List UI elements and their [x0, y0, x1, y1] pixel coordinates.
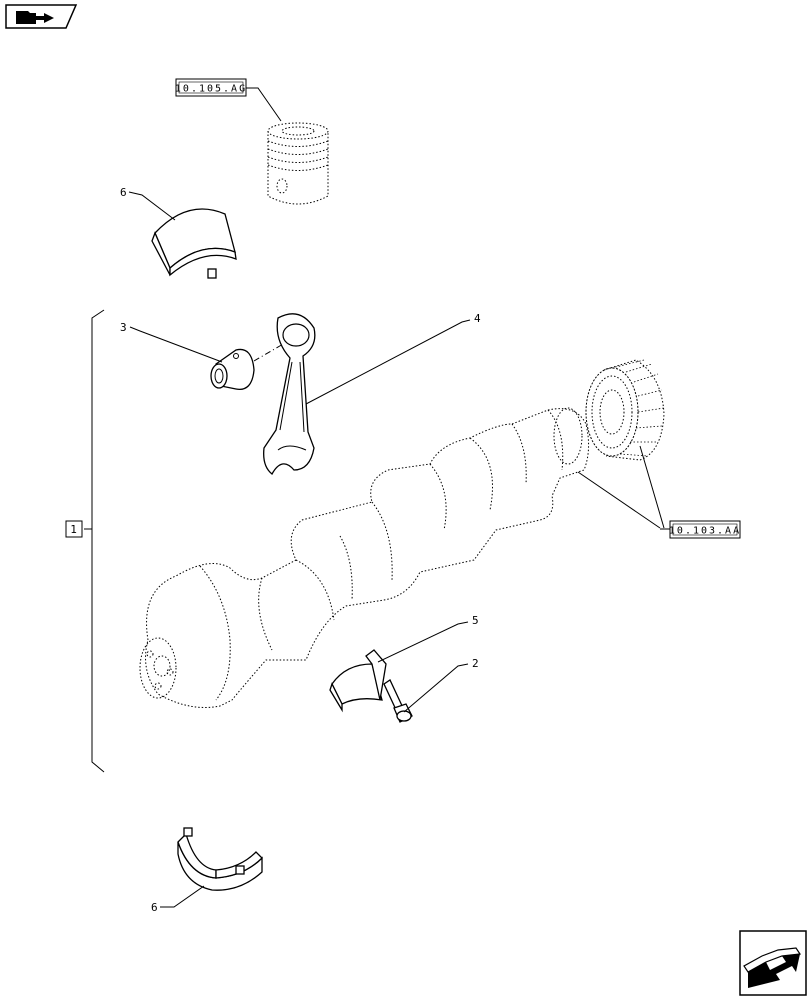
- upper-shell-label: 6: [120, 186, 128, 199]
- connecting-rod-drawing: [263, 313, 316, 475]
- gear-ref-box[interactable]: 10.103.AA: [669, 520, 741, 539]
- gear-ref-label: 10.103.AA: [669, 526, 741, 537]
- folder-arrow-icon[interactable]: [5, 4, 78, 29]
- timing-gear-drawing: [585, 359, 665, 461]
- cap-bearing-label: 5: [472, 614, 480, 627]
- conrod-label: 4: [474, 312, 482, 325]
- bolt-label: 2: [472, 657, 480, 670]
- piston-drawing: [267, 122, 329, 205]
- lower-bearing-shell-drawing: [177, 827, 263, 891]
- next-page-arrow-icon[interactable]: [739, 930, 807, 996]
- bolt-drawing: [383, 679, 413, 723]
- kit-label: 1: [70, 523, 78, 536]
- piston-ref-label: 10.105.AG: [175, 84, 247, 95]
- crankshaft-drawing: [139, 407, 590, 708]
- upper-bearing-shell-drawing: [151, 208, 237, 279]
- lower-shell-label: 6: [151, 901, 159, 914]
- cap-bearing-drawing: [329, 649, 387, 713]
- kit-ref-box[interactable]: 1: [65, 520, 83, 538]
- bushing-drawing: [210, 348, 255, 391]
- bushing-label: 3: [120, 321, 128, 334]
- kit-bracket: [91, 309, 105, 773]
- piston-ref-box[interactable]: 10.105.AG: [175, 78, 247, 97]
